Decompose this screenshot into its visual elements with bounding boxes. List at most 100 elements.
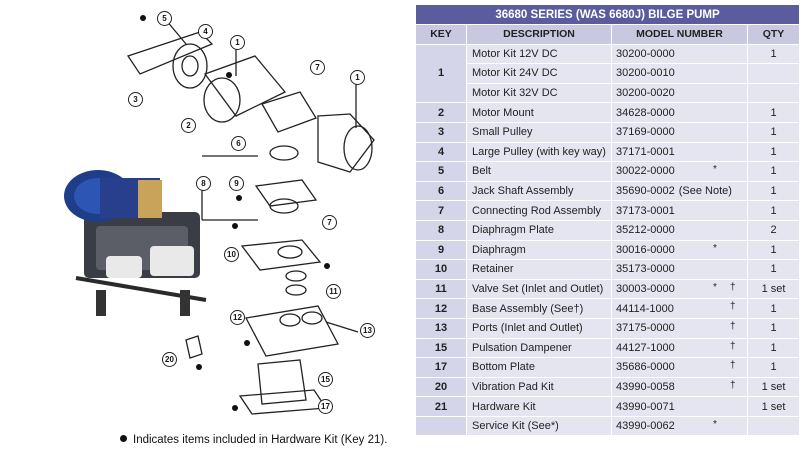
row-key: 7 bbox=[415, 200, 467, 221]
row-model-number: 35173-0000 bbox=[611, 259, 748, 280]
model-number-text: 30016-0000 bbox=[616, 243, 675, 256]
row-key: 1 bbox=[415, 43, 467, 104]
row-description: Belt bbox=[466, 161, 612, 182]
base-assembly-dagger: † bbox=[730, 340, 736, 352]
model-number-text: 30022-0000 bbox=[616, 165, 675, 178]
hardware-kit-footnote: Indicates items included in Hardware Kit… bbox=[120, 434, 387, 446]
row-qty: 1 bbox=[746, 317, 800, 339]
model-number-text: 37171-0001 bbox=[616, 145, 675, 158]
base-assembly-dagger: † bbox=[730, 360, 736, 372]
hardware-dot bbox=[324, 263, 330, 269]
model-number-text: 30200-0020 bbox=[616, 87, 675, 100]
row-model-number: 35212-0000 bbox=[611, 219, 748, 241]
row-qty: 1 set bbox=[746, 396, 800, 417]
row-key: 4 bbox=[415, 141, 467, 163]
row-qty: 1 set bbox=[746, 376, 800, 398]
row-model-number: 30016-0000 * bbox=[611, 239, 748, 261]
row-qty bbox=[746, 415, 800, 437]
pump-illustration bbox=[64, 19, 375, 415]
header-qty: QTY bbox=[746, 24, 800, 45]
callout-1: 1 bbox=[230, 35, 245, 50]
model-number-text: 37173-0001 bbox=[616, 204, 675, 217]
callout-1-motor: 1 bbox=[350, 70, 365, 85]
model-number-text: 35212-0000 bbox=[616, 224, 675, 237]
row-model-number: 43990-0071 bbox=[611, 396, 748, 417]
row-qty: 1 bbox=[746, 239, 800, 261]
row-key: 10 bbox=[415, 259, 467, 280]
row-qty: 1 set bbox=[746, 278, 800, 300]
row-model-number: 43990-0058† bbox=[611, 376, 748, 398]
row-key: 11 bbox=[415, 278, 467, 300]
row-description: Vibration Pad Kit bbox=[466, 376, 612, 398]
row-description: Large Pulley (with key way) bbox=[466, 141, 612, 163]
base-assembly-dagger: † bbox=[730, 379, 736, 391]
callout-15: 15 bbox=[318, 372, 333, 387]
row-model-number: 44127-1000† bbox=[611, 337, 748, 359]
parts-table: 36680 SERIES (WAS 6680J) BILGE PUMP KEY … bbox=[414, 4, 800, 437]
row-description: Valve Set (Inlet and Outlet) bbox=[466, 278, 612, 300]
base-assembly-dagger: † bbox=[730, 281, 736, 293]
callout-7: 7 bbox=[310, 60, 325, 75]
row-key: 5 bbox=[415, 161, 467, 182]
service-kit-asterisk: * bbox=[713, 418, 717, 430]
row-description: Service Kit (See*) bbox=[466, 415, 612, 437]
row-description: Motor Kit 32V DC bbox=[466, 82, 612, 104]
hardware-dot bbox=[232, 223, 238, 229]
row-key: 9 bbox=[415, 239, 467, 261]
callout-9: 9 bbox=[229, 176, 244, 191]
row-description: Base Assembly (See†) bbox=[466, 298, 612, 319]
row-model-number: 30200-0020 bbox=[611, 82, 748, 104]
hardware-dot bbox=[236, 195, 242, 201]
row-description: Diaphragm Plate bbox=[466, 219, 612, 241]
model-number-text: 43990-0062 bbox=[616, 420, 675, 433]
callout-10: 10 bbox=[224, 247, 239, 262]
hardware-dot bbox=[140, 15, 146, 21]
model-number-text: 35690-0002 bbox=[616, 185, 675, 198]
row-key: 20 bbox=[415, 376, 467, 398]
row-key: 12 bbox=[415, 298, 467, 319]
base-assembly-dagger: † bbox=[730, 320, 736, 332]
row-qty: 2 bbox=[746, 219, 800, 241]
row-model-number: 30200-0000 bbox=[611, 43, 748, 65]
row-key bbox=[415, 415, 467, 437]
row-model-number: 37169-0000 bbox=[611, 121, 748, 143]
table-row: Motor Kit 32V DC 30200-0020 bbox=[416, 82, 800, 104]
row-qty: 1 bbox=[746, 180, 800, 202]
table-row: 1 Motor Kit 12V DC 30200-0000 1 bbox=[415, 43, 800, 104]
row-description: Motor Kit 12V DC bbox=[466, 43, 612, 65]
row-model-number: 37173-0001 bbox=[611, 200, 748, 221]
service-kit-asterisk: * bbox=[713, 242, 717, 254]
row-qty: 1 bbox=[746, 121, 800, 143]
hardware-dot bbox=[232, 405, 238, 411]
bullet-icon bbox=[120, 435, 127, 443]
row-key: 13 bbox=[415, 317, 467, 339]
model-number-text: 30200-0010 bbox=[616, 67, 675, 80]
row-qty: 1 bbox=[746, 141, 800, 163]
service-kit-asterisk: * bbox=[713, 164, 717, 176]
header-key: KEY bbox=[415, 24, 467, 45]
callout-11: 11 bbox=[326, 284, 341, 299]
row-qty: 1 bbox=[746, 337, 800, 359]
row-key: 6 bbox=[415, 180, 467, 202]
callout-20: 20 bbox=[162, 352, 177, 367]
row-qty: 1 bbox=[746, 357, 800, 378]
row-model-number: 43990-0062 * bbox=[611, 415, 748, 437]
hardware-dot bbox=[226, 72, 232, 78]
row-description: Retainer bbox=[466, 259, 612, 280]
table-title: 36680 SERIES (WAS 6680J) BILGE PUMP bbox=[414, 4, 800, 25]
row-description: Motor Mount bbox=[466, 102, 612, 123]
row-key: 21 bbox=[415, 396, 467, 417]
row-model-number: 30200-0010 bbox=[611, 63, 748, 84]
row-qty: 1 bbox=[746, 298, 800, 319]
callout-2: 2 bbox=[181, 118, 196, 133]
model-number-text: 34628-0000 bbox=[616, 106, 675, 119]
model-number-text: 43990-0071 bbox=[616, 400, 675, 413]
